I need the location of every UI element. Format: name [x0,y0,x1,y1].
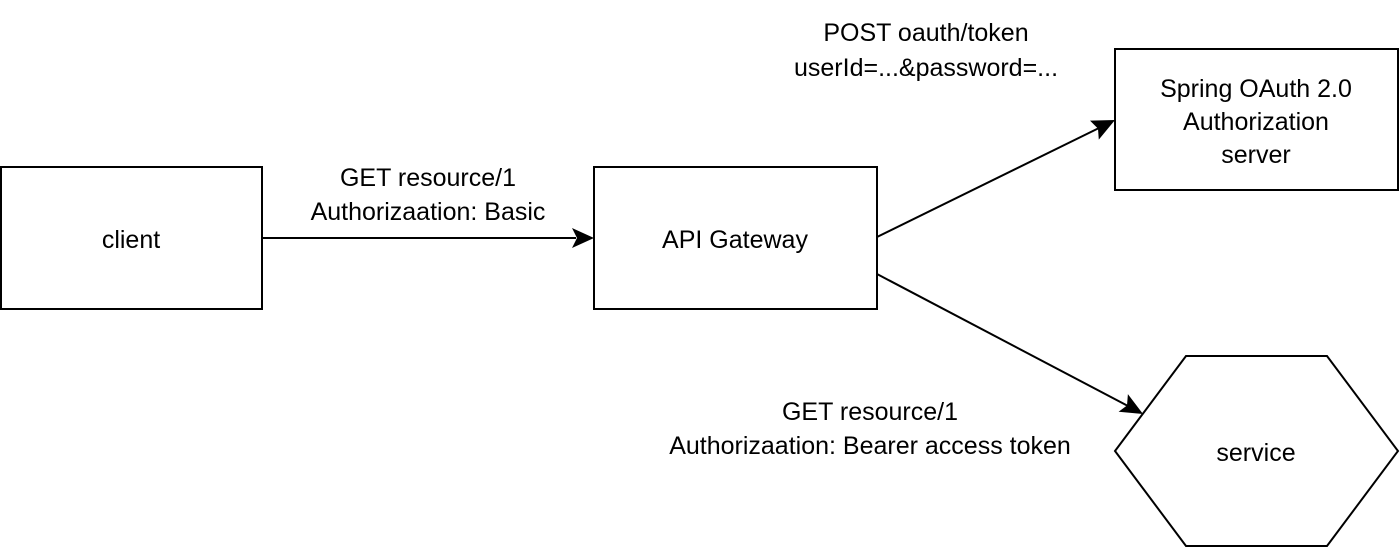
auth-server-label-line-2: Authorization [1183,108,1329,136]
gateway-to-service-edge: GET resource/1 Authorizaation: Bearer ac… [669,273,1143,460]
service-label: service [1216,439,1295,467]
api-gateway-label: API Gateway [662,226,808,254]
gateway-to-service-label-line-2: Authorizaation: Bearer access token [669,432,1071,460]
client-node: client [0,166,263,310]
gateway-to-service-arrowhead [1118,394,1143,414]
gateway-to-auth-edge: POST oauth/token userId=...&password=... [794,19,1115,238]
gateway-to-auth-label-line-1: POST oauth/token [823,19,1028,47]
auth-server-node: Spring OAuth 2.0 Authorization server [1114,48,1399,191]
gateway-to-auth-arrowhead [1090,120,1115,140]
client-to-gateway-label-line-2: Authorizaation: Basic [311,198,546,226]
auth-server-label-line-3: server [1221,141,1290,169]
client-to-gateway-edge: GET resource/1 Authorizaation: Basic [262,164,594,248]
gateway-to-service-label-line-1: GET resource/1 [782,398,958,426]
client-to-gateway-arrowhead [572,228,594,248]
client-to-gateway-label-line-1: GET resource/1 [340,164,516,192]
gateway-to-auth-label-line-2: userId=...&password=... [794,54,1058,82]
client-label: client [102,226,160,254]
auth-server-label-line-1: Spring OAuth 2.0 [1160,75,1352,103]
api-gateway-node: API Gateway [593,166,878,310]
service-node: service [1113,355,1400,547]
